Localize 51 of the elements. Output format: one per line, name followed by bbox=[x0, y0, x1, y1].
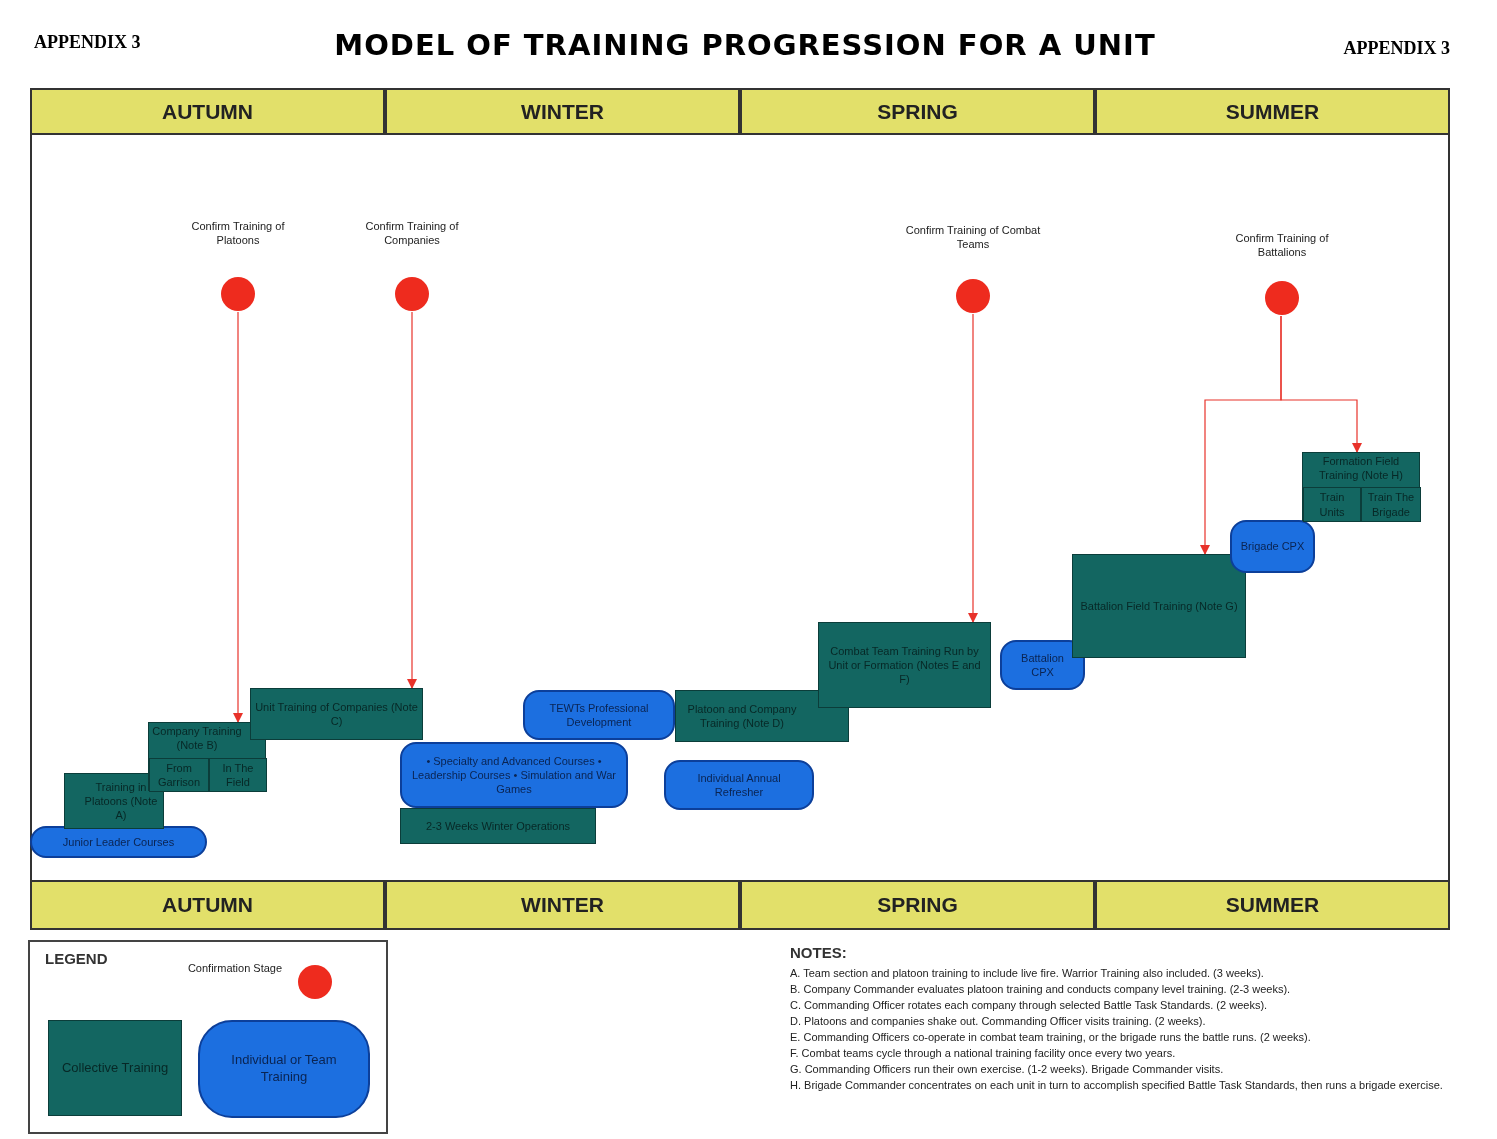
box-title: Company Training (Note B) bbox=[151, 724, 243, 753]
legend-swatch: Collective Training bbox=[48, 1020, 182, 1116]
notes-heading: NOTES: bbox=[790, 944, 847, 961]
collective-training-box: 2-3 Weeks Winter Operations bbox=[400, 808, 596, 844]
stage-label: Confirm Training of Platoons bbox=[190, 220, 286, 248]
collective-training-box bbox=[1302, 452, 1420, 521]
table-cell: From Garrison bbox=[149, 758, 209, 792]
stage-label: Confirm Training of Companies bbox=[364, 220, 460, 248]
collective-training-box: Combat Team Training Run by Unit or Formation (Notes E and F) bbox=[818, 622, 991, 708]
collective-training-box: Platoon and Company Training (Note D) bbox=[675, 690, 849, 742]
season-header: SUMMER bbox=[1095, 88, 1450, 135]
season-header: SPRING bbox=[740, 88, 1095, 135]
note-text: H. Brigade Commander concentrates on each unit in turn to accomplish specified Battle Task Standards, then runs a brigade exercise. bbox=[790, 1078, 1443, 1093]
table-cell: Train Units bbox=[1303, 487, 1361, 522]
table-cell: Train The Brigade bbox=[1361, 487, 1421, 522]
individual-training-box: • Specialty and Advanced Courses • Leadership Courses • Simulation and War Games bbox=[400, 742, 628, 808]
legend-heading: LEGEND bbox=[45, 950, 108, 967]
season-header: WINTER bbox=[385, 880, 740, 930]
individual-training-box: Brigade CPX bbox=[1230, 520, 1315, 573]
season-header: SPRING bbox=[740, 880, 1095, 930]
note-text: E. Commanding Officers co-operate in combat team training, or the brigade runs the battle runs. (2 weeks). bbox=[790, 1030, 1311, 1045]
note-text: C. Commanding Officer rotates each company through selected Battle Task Standards. (2 weeks). bbox=[790, 998, 1268, 1013]
box-title: Formation Field Training (Note H) bbox=[1318, 454, 1404, 483]
collective-training-box: Battalion Field Training (Note G) bbox=[1072, 554, 1246, 658]
note-text: G. Commanding Officers run their own exercise. (1-2 weeks). Brigade Commander visits. bbox=[790, 1062, 1224, 1077]
arrow bbox=[233, 311, 243, 723]
individual-training-box: TEWTs Professional Development bbox=[523, 690, 675, 740]
individual-training-box: Junior Leader Courses bbox=[30, 826, 207, 858]
season-header: SUMMER bbox=[1095, 880, 1450, 930]
arrow bbox=[407, 311, 417, 689]
note-text: D. Platoons and companies shake out. Commanding Officer visits training. (2 weeks). bbox=[790, 1014, 1206, 1029]
legend-text: Confirmation Stage bbox=[186, 962, 284, 976]
page-title: MODEL OF TRAINING PROGRESSION FOR A UNIT bbox=[333, 28, 1157, 62]
appendix-label: APPENDIX 3 bbox=[1342, 38, 1450, 59]
legend-swatch: Individual or Team Training bbox=[198, 1020, 370, 1118]
season-header: AUTUMN bbox=[30, 88, 385, 135]
stage-label: Confirm Training of Combat Teams bbox=[905, 224, 1041, 252]
stage-label: Confirm Training of Battalions bbox=[1234, 232, 1330, 260]
arrow bbox=[1280, 315, 1362, 453]
collective-training-box bbox=[148, 722, 266, 791]
appendix-label: APPENDIX 3 bbox=[34, 32, 142, 53]
season-header: AUTUMN bbox=[30, 880, 385, 930]
individual-training-box: Battalion CPX bbox=[1000, 640, 1085, 690]
individual-training-box: Individual Annual Refresher bbox=[664, 760, 814, 810]
table-cell: In The Field bbox=[209, 758, 267, 792]
note-text: B. Company Commander evaluates platoon training and conducts company level training. (2-3 weeks). bbox=[790, 982, 1291, 997]
arrow bbox=[968, 313, 978, 623]
note-text: F. Combat teams cycle through a national training facility once every two years. bbox=[790, 1046, 1176, 1061]
collective-training-box: Unit Training of Companies (Note C) bbox=[250, 688, 423, 740]
note-text: A. Team section and platoon training to include live fire. Warrior Training also included. (3 weeks). bbox=[790, 966, 1264, 981]
season-header: WINTER bbox=[385, 88, 740, 135]
